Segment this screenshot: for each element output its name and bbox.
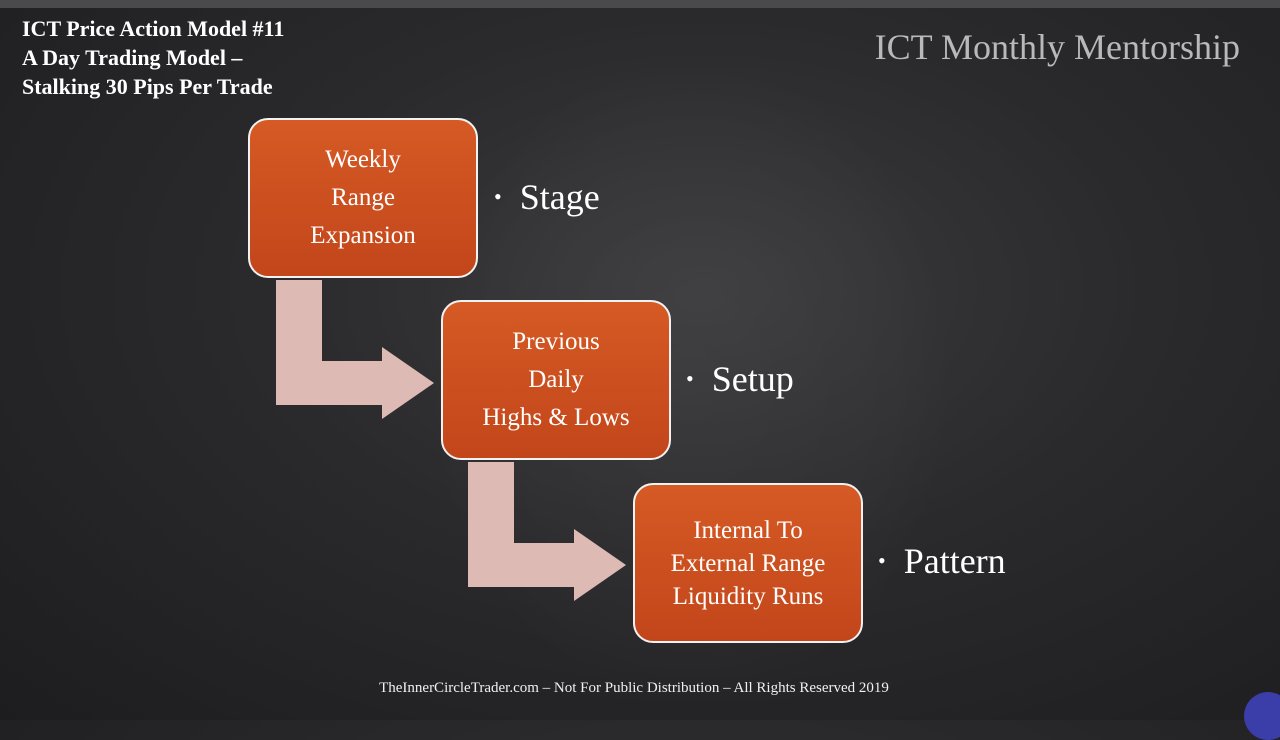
step-2-line-1: Previous bbox=[512, 328, 600, 355]
bent-arrow-setup-to-pattern bbox=[468, 462, 626, 601]
brand-label: ICT Monthly Mentorship bbox=[874, 27, 1240, 67]
bent-arrow-stage-to-setup bbox=[276, 280, 434, 419]
top-strip bbox=[0, 0, 1280, 8]
title-line-2: A Day Trading Model – bbox=[22, 45, 243, 70]
step-2-line-3: Highs & Lows bbox=[482, 404, 630, 431]
bullet-stage: • Stage bbox=[494, 176, 600, 218]
step-1-line-3: Expansion bbox=[310, 222, 416, 249]
step-box-internal-external-liquidity: Internal To External Range Liquidity Run… bbox=[633, 483, 863, 643]
step-2-line-2: Daily bbox=[528, 366, 584, 393]
bullet-label-stage: Stage bbox=[519, 177, 600, 217]
bullet-label-pattern: Pattern bbox=[903, 541, 1006, 581]
footer-copyright: TheInnerCircleTrader.com – Not For Publi… bbox=[379, 680, 889, 696]
bullet-dot: • bbox=[878, 548, 886, 573]
bullet-setup: • Setup bbox=[686, 358, 794, 400]
bullet-dot: • bbox=[686, 366, 694, 391]
title-line-1: ICT Price Action Model #11 bbox=[22, 16, 285, 41]
bullet-label-setup: Setup bbox=[711, 359, 794, 399]
flow-arrows bbox=[276, 280, 626, 601]
corner-orb bbox=[1244, 692, 1280, 740]
step-box-weekly-range-expansion: Weekly Range Expansion bbox=[248, 118, 478, 278]
step-3-line-2: External Range bbox=[670, 549, 826, 577]
step-box-previous-daily-highs-lows: Previous Daily Highs & Lows bbox=[441, 300, 671, 460]
slide-title: ICT Price Action Model #11 A Day Trading… bbox=[22, 14, 284, 101]
step-3-line-1: Internal To bbox=[693, 516, 803, 544]
bullet-pattern: • Pattern bbox=[878, 540, 1006, 582]
step-1-line-1: Weekly bbox=[325, 146, 401, 173]
title-line-3: Stalking 30 Pips Per Trade bbox=[22, 74, 273, 99]
step-1-line-2: Range bbox=[331, 184, 395, 211]
bullet-dot: • bbox=[494, 184, 502, 209]
step-3-line-3: Liquidity Runs bbox=[672, 582, 824, 610]
